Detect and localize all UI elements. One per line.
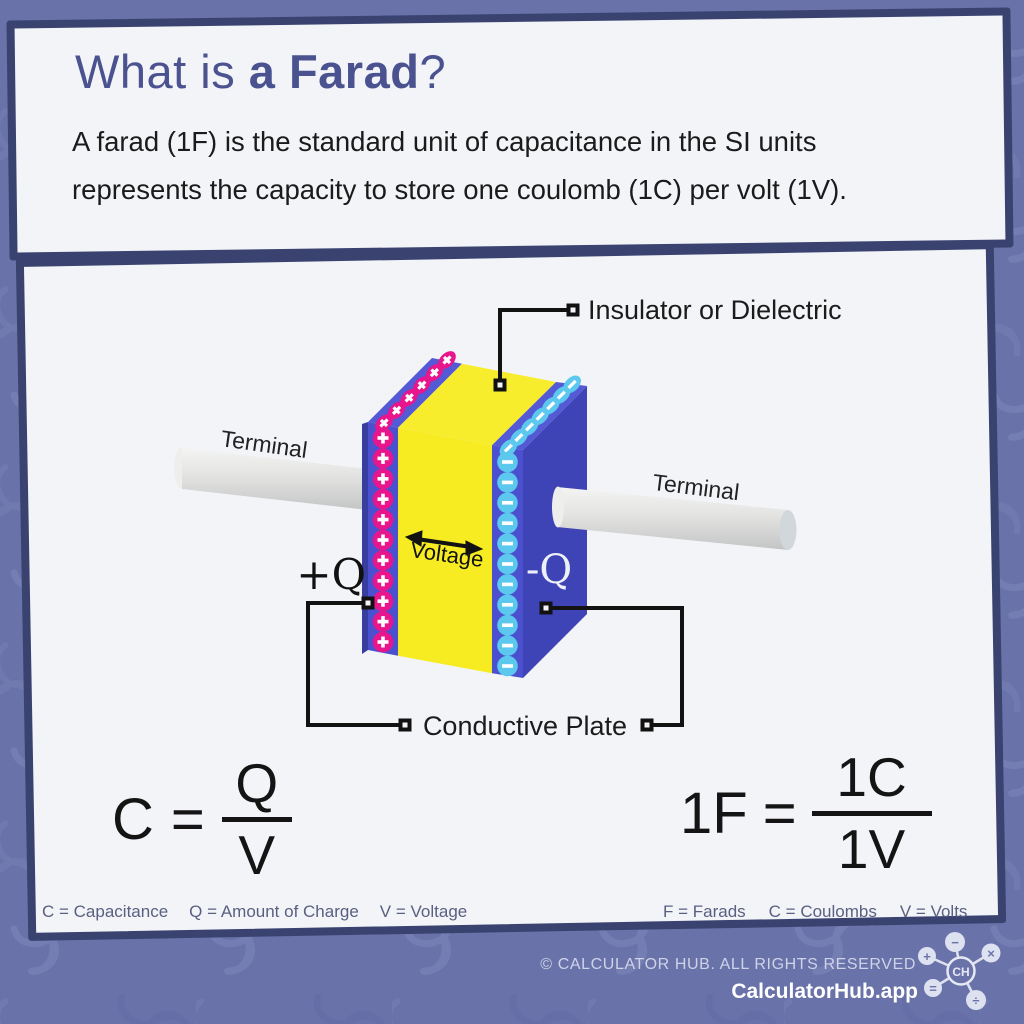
legend-item: C = Capacitance bbox=[42, 902, 169, 921]
fraction-bar bbox=[221, 817, 292, 822]
numerator: Q bbox=[235, 752, 279, 814]
equals-sign: = bbox=[170, 787, 205, 852]
logo-center-circle bbox=[946, 956, 976, 986]
legend-item: Q = Amount of Charge bbox=[189, 902, 359, 921]
denominator: V bbox=[238, 824, 276, 886]
insulator-label: Insulator or Dielectric bbox=[588, 295, 842, 325]
negative-charges-top bbox=[499, 375, 581, 457]
negative-charge-label: -Q bbox=[526, 547, 572, 593]
header-description: A farad (1F) is the standard unit of cap… bbox=[72, 118, 847, 214]
calculatorhub-logo-icon: CH − + × = ÷ bbox=[918, 932, 1001, 1010]
logo-center-text: CH bbox=[952, 965, 969, 979]
description-line-2: represents the capacity to store one cou… bbox=[72, 174, 847, 205]
terminal-rod-left bbox=[174, 447, 368, 510]
capacitance-legend: C = Capacitance Q = Amount of Charge V =… bbox=[42, 902, 467, 922]
brand-name: CalculatorHub.app bbox=[731, 980, 918, 1003]
formula-lhs: C bbox=[112, 787, 154, 852]
fraction: 1C 1V bbox=[811, 746, 932, 880]
positive-charges-front bbox=[372, 427, 394, 653]
copyright-text: © CALCULATOR HUB. ALL RIGHTS RESERVED bbox=[540, 956, 916, 973]
description-line-1: A farad (1F) is the standard unit of cap… bbox=[72, 126, 817, 157]
farad-formula: 1F = 1C 1V bbox=[680, 750, 932, 877]
equals-sign: = bbox=[762, 781, 797, 846]
denominator: 1V bbox=[837, 818, 906, 880]
terminal-rod-right bbox=[552, 486, 797, 550]
equals-icon: = bbox=[929, 981, 937, 996]
minus-icon: − bbox=[951, 935, 959, 950]
negative-charges-front bbox=[497, 451, 518, 677]
plus-icon: + bbox=[923, 949, 931, 964]
title-bold: a Farad bbox=[248, 45, 420, 98]
fraction: Q V bbox=[221, 752, 292, 886]
title-suffix: ? bbox=[419, 45, 447, 98]
formula-lhs: 1F bbox=[680, 781, 748, 846]
callout-lines bbox=[306, 308, 684, 727]
fraction-bar bbox=[811, 811, 932, 816]
title-prefix: What is bbox=[75, 45, 249, 98]
divide-icon: ÷ bbox=[972, 993, 979, 1008]
legend-item: V = Volts bbox=[899, 902, 968, 921]
callout-markers bbox=[361, 303, 654, 732]
legend-item: V = Voltage bbox=[379, 902, 468, 921]
capacitance-formula: C = Q V bbox=[112, 756, 292, 883]
positive-charges-top bbox=[375, 351, 456, 432]
voltage-arrow bbox=[404, 530, 484, 556]
multiply-icon: × bbox=[987, 946, 995, 961]
capacitor-diagram: Insulator or Dielectric Terminal Termina… bbox=[174, 295, 842, 741]
farad-legend: F = Farads C = Coulombs V = Volts bbox=[663, 902, 967, 922]
legend-item: F = Farads bbox=[663, 902, 746, 921]
numerator: 1C bbox=[836, 746, 907, 808]
page-title: What is a Farad? bbox=[75, 44, 446, 99]
conductive-plate-label: Conductive Plate bbox=[423, 711, 627, 741]
legend-item: C = Coulombs bbox=[768, 902, 877, 921]
capacitor-box bbox=[362, 351, 587, 678]
positive-charge-label: +Q bbox=[296, 550, 366, 599]
